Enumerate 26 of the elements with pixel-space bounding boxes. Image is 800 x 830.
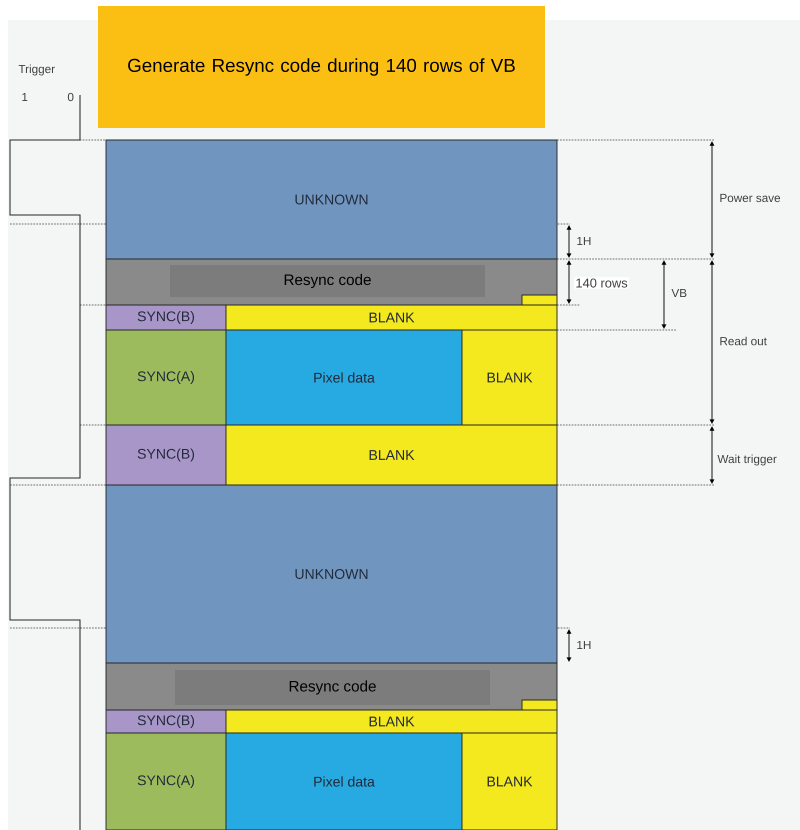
timing-segment: SYNC(A) xyxy=(106,330,226,426)
timing-segment: SYNC(B) xyxy=(106,304,226,330)
notch-box xyxy=(522,294,558,306)
notch-box xyxy=(522,700,558,710)
resync-band: Resync code xyxy=(106,662,558,710)
dimension-label: Wait trigger xyxy=(717,454,777,466)
axis-title: Trigger xyxy=(18,64,55,76)
timing-segment: BLANK xyxy=(462,732,558,830)
dimension-label: 140 rows xyxy=(574,277,629,289)
timing-segment: UNKNOWN xyxy=(106,484,558,664)
dimension-label: 1H xyxy=(577,640,590,650)
timing-segment: UNKNOWN xyxy=(106,140,558,260)
level-label: 1 xyxy=(22,92,28,102)
resync-band: Resync code xyxy=(106,258,558,306)
timing-segment: SYNC(B) xyxy=(106,424,226,486)
dimension-label: 1H xyxy=(577,236,590,246)
dimension-label: Read out xyxy=(720,336,767,346)
timing-segment: SYNC(A) xyxy=(106,732,226,830)
timing-segment: SYNC(B) xyxy=(106,710,226,734)
timing-segment: Pixel data xyxy=(226,732,462,830)
callout-box: Generate Resync code during 140 rows of VB xyxy=(98,6,545,128)
dimension-label: VB xyxy=(671,288,686,298)
level-label: 0 xyxy=(68,92,74,102)
dimension-label: Power save xyxy=(720,194,780,202)
timing-segment: BLANK xyxy=(462,330,558,426)
timing-segment: Pixel data xyxy=(226,330,462,426)
